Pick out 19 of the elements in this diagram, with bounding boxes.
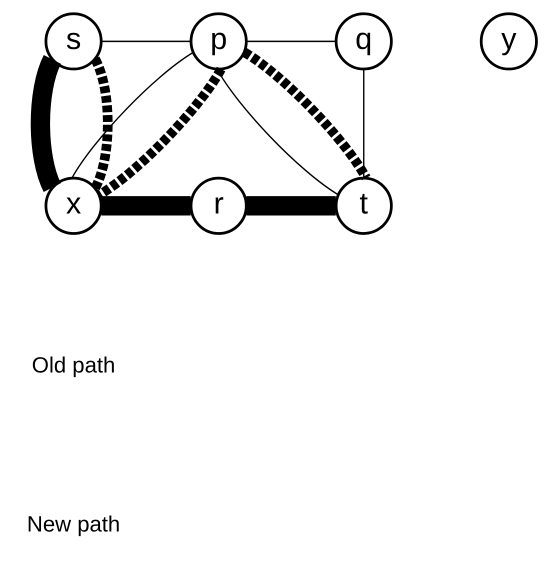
connector (90, 56, 112, 190)
legend-label: New path (26, 512, 120, 537)
connector (30, 56, 61, 192)
connector (362, 69, 364, 178)
connector (100, 40, 190, 42)
node-circle: p (189, 12, 248, 70)
connector (246, 40, 336, 42)
node-circle: y (479, 12, 538, 70)
node-circle: t (334, 176, 392, 235)
connector (241, 48, 370, 180)
node-circle: x (44, 176, 102, 235)
legend-label: Old path (31, 352, 115, 378)
connector (70, 52, 194, 178)
node-circle: q (334, 12, 392, 70)
connector (96, 66, 225, 199)
node-circle: s (44, 12, 102, 70)
node-circle: r (189, 176, 248, 235)
connector (100, 196, 190, 216)
connector (246, 196, 336, 216)
